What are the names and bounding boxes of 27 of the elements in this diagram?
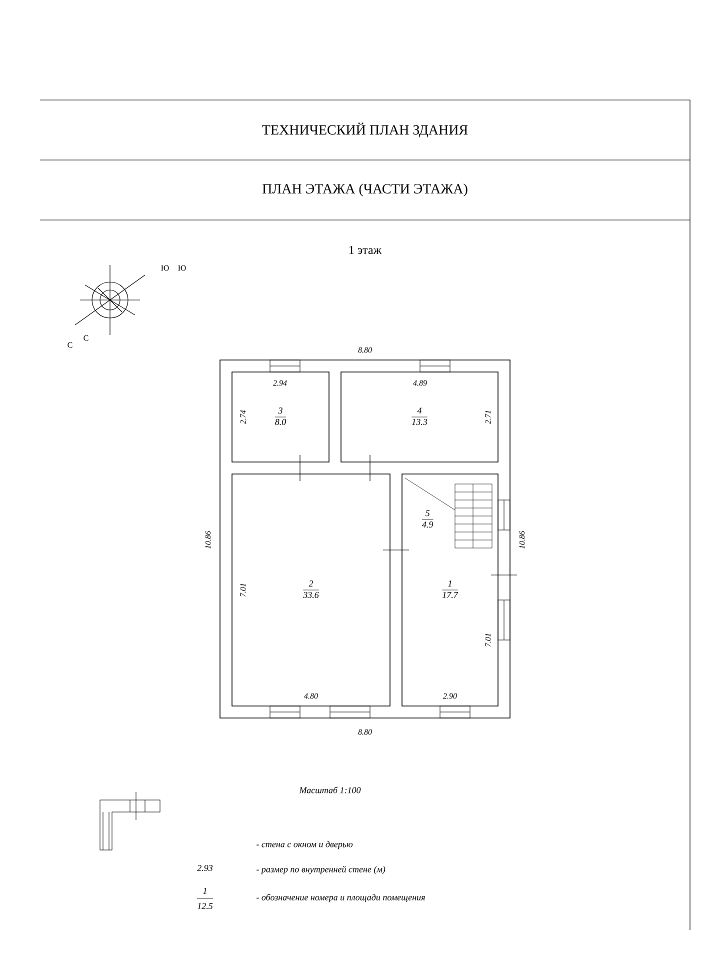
dimension-label: 2.90 — [443, 693, 457, 699]
compass-letter: Ю — [178, 265, 186, 271]
dimension-label: 2.74 — [240, 410, 246, 424]
dimension-label: 7.01 — [485, 634, 491, 647]
floor-label: 1 этаж — [349, 246, 382, 254]
legend-text: - стена с окном и дверью — [256, 840, 353, 850]
dimension-label: 8.80 — [358, 347, 372, 353]
dimension-label: 4.89 — [413, 380, 427, 386]
dimension-label: 10.86 — [519, 531, 525, 549]
area-sample: 12.5 — [197, 902, 213, 910]
dimension-label: 2.71 — [485, 410, 491, 424]
legend-text: - размер по внутренней стене (м) — [256, 866, 386, 874]
room: 5 4.9 — [420, 507, 434, 532]
legend-text: - обозначение номера и площади помещения — [256, 894, 425, 902]
compass-letter: С — [84, 335, 88, 341]
compass-letter: Ю — [161, 265, 169, 271]
subheading: ПЛАН ЭТАЖА (ЧАСТИ ЭТАЖА) — [262, 184, 468, 196]
room-number-sample: 1 — [203, 888, 206, 894]
scale-label: Масштаб 1:100 — [299, 786, 361, 794]
dimension-label: 4.80 — [304, 693, 318, 699]
dimension-label: 8.80 — [358, 729, 372, 735]
dimension-label: 10.86 — [205, 531, 211, 549]
dimension-label: 2.94 — [273, 380, 287, 386]
dimension-sample: 2.93 — [197, 864, 213, 872]
compass-letter: С — [68, 342, 72, 348]
dimension-label: 7.01 — [240, 584, 246, 597]
heading: ТЕХНИЧЕСКИЙ ПЛАН ЗДАНИЯ — [262, 122, 468, 138]
